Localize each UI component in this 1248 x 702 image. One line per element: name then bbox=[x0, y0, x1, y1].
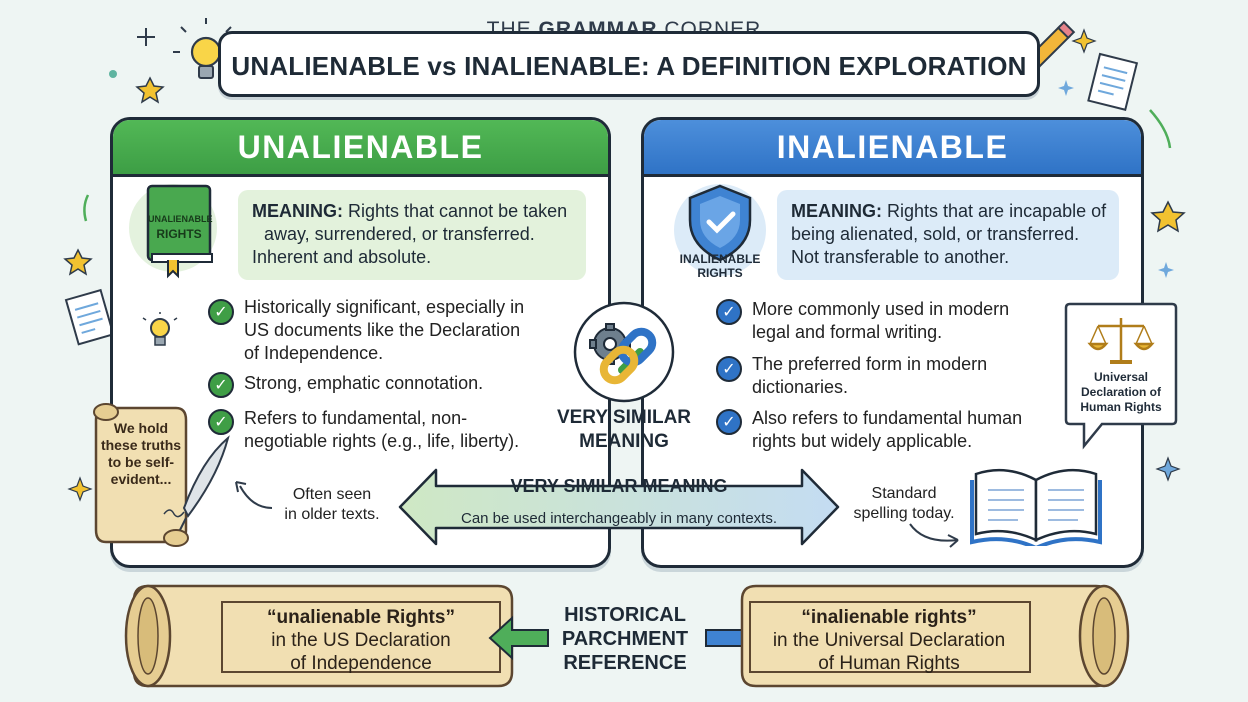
check-icon: ✓ bbox=[716, 299, 742, 325]
check-icon: ✓ bbox=[716, 409, 742, 435]
curved-arrow-icon bbox=[235, 481, 273, 509]
page-title: UNALIENABLE vs INALIENABLE: A DEFINITION… bbox=[231, 51, 1027, 81]
sparkle-icon bbox=[137, 28, 155, 46]
lightbulb-icon bbox=[142, 312, 178, 346]
chain-link-icon bbox=[599, 327, 657, 385]
inalienable-heading: INALIENABLE bbox=[644, 120, 1141, 177]
unalienable-meaning-box: MEANING: Rights that cannot be taken awa… bbox=[238, 190, 586, 280]
curved-arrow-icon bbox=[909, 523, 959, 548]
star-icon bbox=[135, 76, 165, 104]
shield-label-line1: INALIENABLE bbox=[679, 252, 761, 266]
sparkle-icon bbox=[1071, 28, 1097, 54]
title-banner: UNALIENABLE vs INALIENABLE: A DEFINITION… bbox=[218, 31, 1040, 97]
historical-reference-label: HISTORICAL PARCHMENT REFERENCE bbox=[561, 604, 689, 674]
left-parchment-scroll bbox=[124, 584, 514, 688]
star-icon bbox=[63, 248, 93, 276]
very-similar-label: VERY SIMILAR MEANING bbox=[556, 407, 692, 452]
open-book-icon bbox=[970, 468, 1102, 546]
check-icon: ✓ bbox=[208, 299, 234, 325]
sparkle-icon bbox=[1158, 262, 1174, 278]
dot-icon bbox=[109, 70, 117, 78]
document-icon bbox=[1087, 52, 1139, 111]
scales-icon bbox=[1087, 318, 1155, 364]
left-parchment-text: “unalienable Rights” in the US Declarati… bbox=[267, 607, 455, 674]
interchangeable-double-arrow bbox=[398, 468, 840, 546]
unalienable-bullet-3: Refers to fundamental, non- negotiable r… bbox=[244, 408, 520, 451]
udhr-card: Universal Declaration of Human Rights bbox=[1064, 300, 1178, 450]
book-label-line1: UNALIENABLE bbox=[148, 214, 213, 224]
inalienable-bullet-1: More commonly used in modern legal and f… bbox=[752, 299, 1010, 342]
inalienable-bullet-2: The preferred form in modern dictionarie… bbox=[752, 354, 988, 397]
lightbulb-icon bbox=[173, 18, 239, 79]
check-icon: ✓ bbox=[208, 409, 234, 435]
gear-chain-icon bbox=[573, 301, 675, 403]
sparkle-icon bbox=[1058, 80, 1074, 96]
shield-label-line2: RIGHTS bbox=[697, 266, 743, 280]
unalienable-heading: UNALIENABLE bbox=[113, 120, 608, 177]
arrow-title: VERY SIMILAR MEANING bbox=[510, 476, 728, 496]
unalienable-bullet-1: Historically significant, especially in … bbox=[244, 297, 525, 363]
declaration-scroll: We hold these truths to be self- evident… bbox=[78, 398, 238, 554]
right-parchment-text: “inalienable rights” in the Universal De… bbox=[772, 607, 1006, 674]
sparkle-icon bbox=[67, 476, 93, 502]
green-arrow-left-icon bbox=[488, 615, 549, 661]
rights-book-icon: UNALIENABLE RIGHTS bbox=[128, 180, 226, 280]
scroll-quote: We hold these truths to be self- evident… bbox=[100, 420, 182, 487]
book-label-line2: RIGHTS bbox=[156, 227, 202, 241]
check-icon: ✓ bbox=[716, 356, 742, 382]
udhr-label: Universal Declaration of Human Rights bbox=[1080, 370, 1162, 414]
right-parchment-scroll bbox=[740, 584, 1130, 688]
inalienable-meaning-box: MEANING: Rights that are incapable of be… bbox=[777, 190, 1119, 280]
arrow-subtitle: Can be used interchangeably in many cont… bbox=[460, 510, 778, 527]
document-icon bbox=[64, 288, 115, 346]
star-icon bbox=[1150, 200, 1186, 233]
unalienable-bullet-2: Strong, emphatic connotation. bbox=[244, 373, 484, 393]
inalienable-bullet-3: Also refers to fundamental human rights … bbox=[752, 408, 1023, 451]
inalienable-note: Standard spelling today. bbox=[853, 485, 955, 522]
check-icon: ✓ bbox=[208, 372, 234, 398]
shield-rights-icon: INALIENABLE RIGHTS bbox=[665, 180, 775, 284]
unalienable-note: Often seen in older texts. bbox=[284, 486, 380, 523]
sparkle-icon bbox=[1155, 456, 1181, 482]
